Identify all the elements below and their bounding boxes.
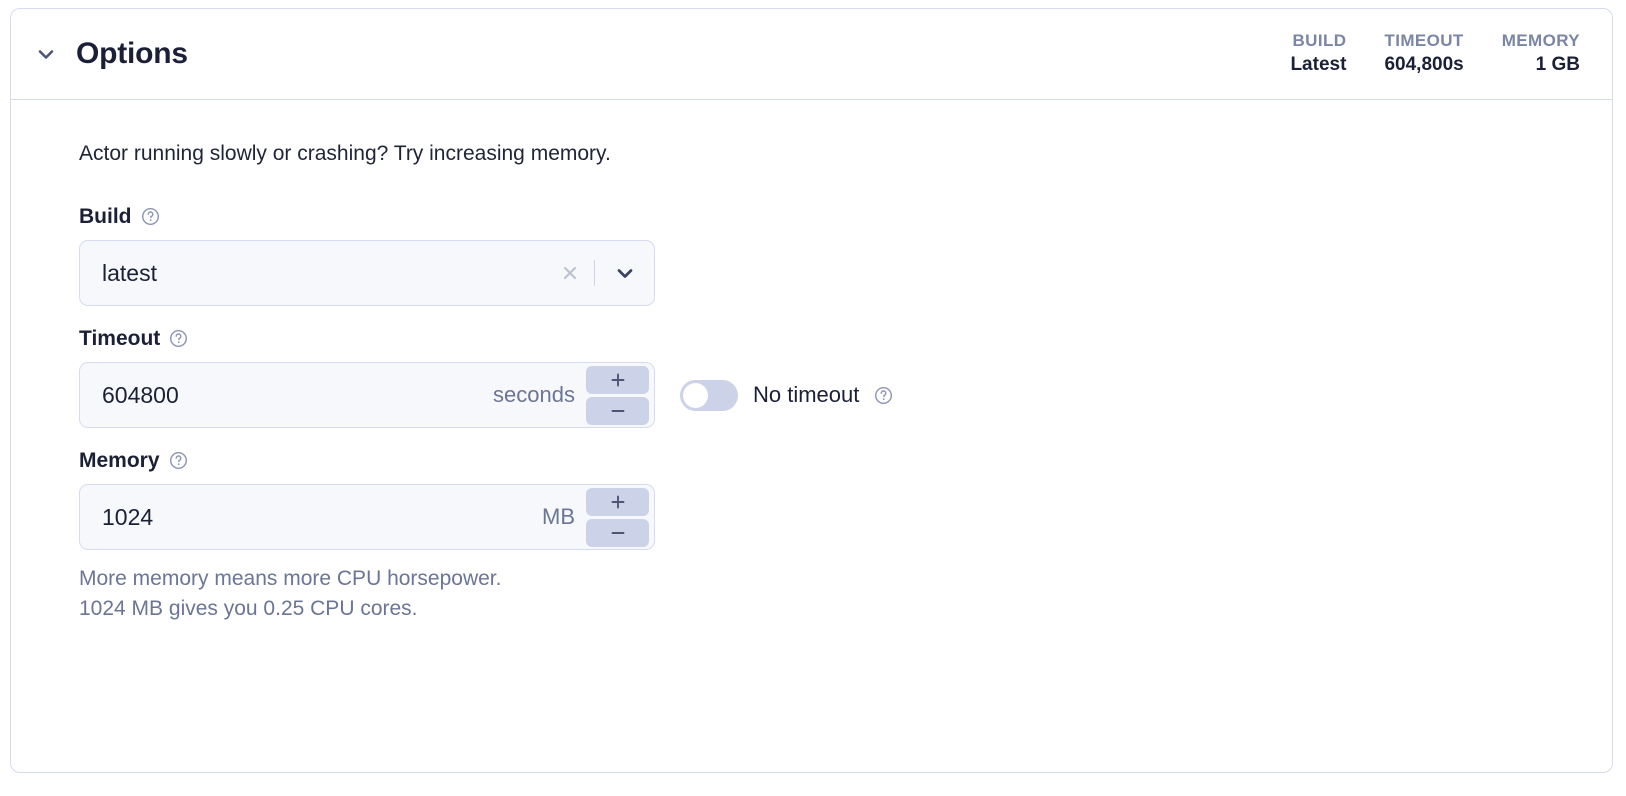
select-divider: [594, 260, 595, 287]
timeout-unit: seconds: [493, 382, 575, 408]
stat-timeout: TIMEOUT 604,800s: [1384, 30, 1464, 77]
build-field-group: Build: [79, 206, 1612, 307]
timeout-input-shell: seconds: [79, 362, 655, 429]
memory-input-shell: MB: [79, 484, 655, 551]
stat-timeout-value: 604,800s: [1384, 54, 1464, 76]
stat-memory: MEMORY 1 GB: [1501, 30, 1580, 77]
help-circle-icon[interactable]: [141, 207, 160, 226]
stat-build: BUILD Latest: [1290, 30, 1347, 77]
intro-text: Actor running slowly or crashing? Try in…: [79, 142, 611, 165]
stat-build-label: BUILD: [1292, 30, 1347, 50]
memory-increment-button[interactable]: [586, 487, 649, 516]
stat-memory-value: 1 GB: [1535, 54, 1580, 76]
timeout-decrement-button[interactable]: [586, 396, 649, 425]
memory-input[interactable]: [80, 502, 542, 532]
stat-timeout-label: TIMEOUT: [1384, 30, 1464, 50]
timeout-control-row: seconds: [79, 362, 1612, 429]
build-label: Build: [79, 205, 132, 229]
build-label-row: Build: [79, 206, 1612, 227]
memory-field-group: Memory MB: [79, 450, 1612, 624]
no-timeout-group: No timeout: [680, 379, 893, 411]
header-stats: BUILD Latest TIMEOUT 604,800s MEMORY 1 G…: [1290, 30, 1586, 77]
build-control-row: [79, 240, 1612, 307]
memory-control-row: MB: [79, 484, 1612, 551]
options-card: Options BUILD Latest TIMEOUT 604,800s ME…: [10, 8, 1613, 773]
timeout-input[interactable]: [80, 380, 494, 410]
timeout-increment-button[interactable]: [586, 365, 649, 394]
build-select[interactable]: [79, 240, 655, 307]
memory-unit: MB: [542, 504, 575, 530]
memory-helper-line-1: More memory means more CPU horsepower.: [79, 567, 502, 591]
timeout-label: Timeout: [79, 327, 161, 351]
stat-build-value: Latest: [1290, 54, 1347, 76]
help-circle-icon[interactable]: [169, 451, 188, 470]
timeout-field-group: Timeout seconds: [79, 328, 1612, 429]
page-title: Options: [76, 37, 188, 70]
no-timeout-label: No timeout: [753, 382, 860, 408]
close-icon[interactable]: [555, 258, 585, 288]
memory-decrement-button[interactable]: [586, 518, 649, 547]
timeout-label-row: Timeout: [79, 328, 1612, 349]
no-timeout-toggle[interactable]: [680, 379, 738, 411]
options-card-header: Options BUILD Latest TIMEOUT 604,800s ME…: [11, 9, 1612, 100]
chevron-down-icon[interactable]: [608, 256, 642, 290]
chevron-down-icon[interactable]: [33, 41, 59, 67]
timeout-stepper: [586, 365, 649, 425]
stat-memory-label: MEMORY: [1501, 30, 1580, 50]
memory-helper-line-2: 1024 MB gives you 0.25 CPU cores.: [79, 597, 418, 620]
memory-stepper: [586, 487, 649, 547]
memory-label: Memory: [79, 449, 160, 473]
memory-label-row: Memory: [79, 450, 1612, 471]
options-card-body: Actor running slowly or crashing? Try in…: [11, 100, 1612, 624]
help-circle-icon[interactable]: [169, 329, 188, 348]
build-select-value[interactable]: [80, 258, 555, 288]
no-timeout-toggle-knob: [683, 382, 708, 408]
header-left-group: Options: [33, 39, 188, 69]
memory-helper-text: More memory means more CPU horsepower. 1…: [79, 564, 1612, 624]
help-circle-icon[interactable]: [874, 386, 893, 405]
